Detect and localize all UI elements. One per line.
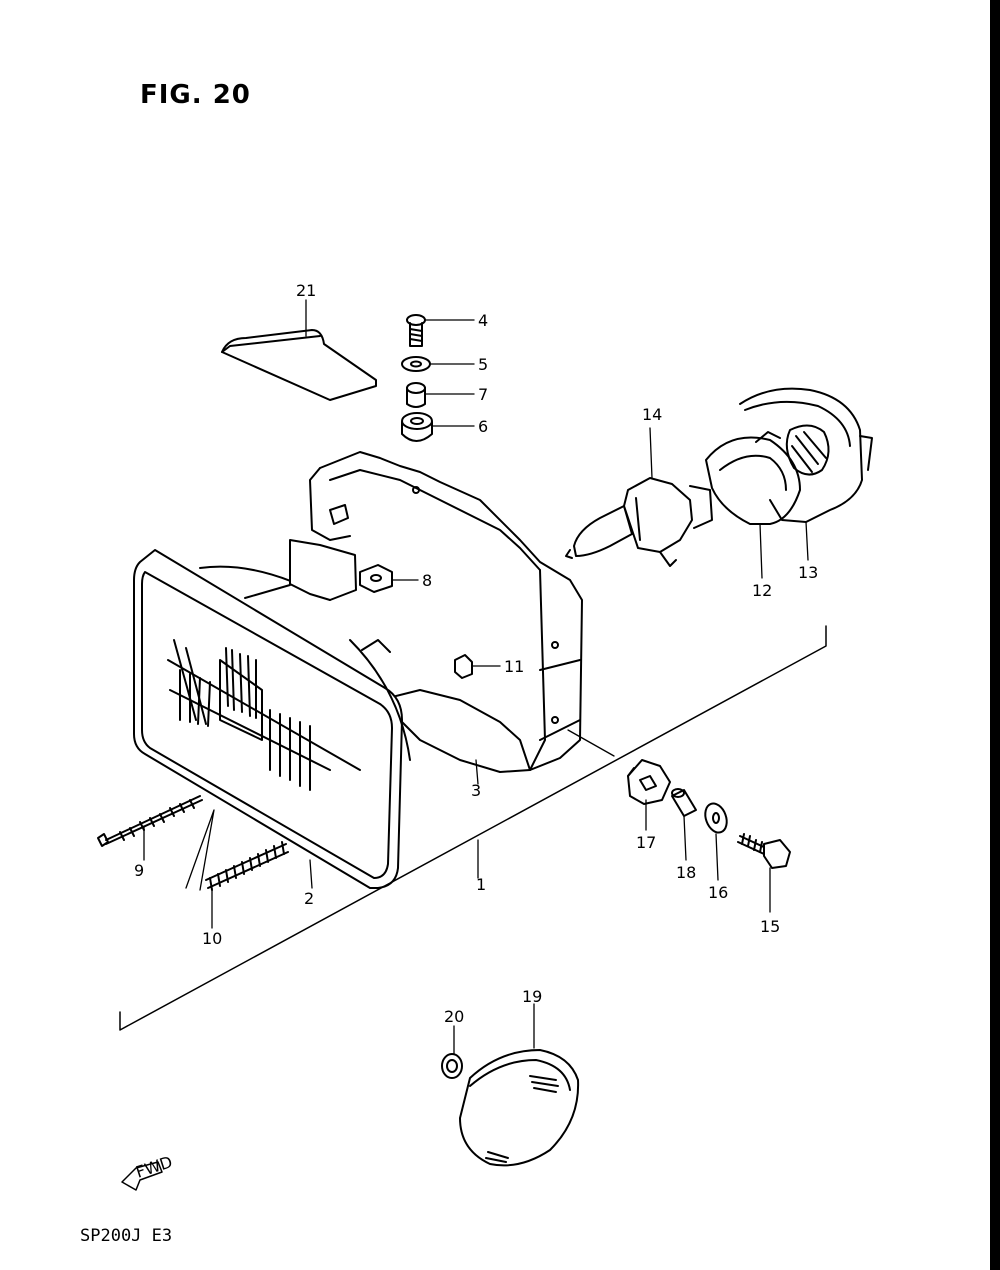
callout-19: 19 xyxy=(522,987,542,1006)
callout-16: 16 xyxy=(708,883,728,902)
part-11-nut xyxy=(454,654,473,679)
part-9-screw xyxy=(97,795,203,847)
part-2-headlight xyxy=(133,539,411,889)
part-6-grommet xyxy=(401,412,433,442)
callout-2: 2 xyxy=(304,889,314,908)
part-10-spring xyxy=(205,841,289,891)
assembly-1-bracket xyxy=(119,625,827,1031)
callout-labels: 1 2 3 4 5 6 7 8 9 10 11 12 13 14 15 16 1… xyxy=(134,281,818,1026)
part-14-bulb xyxy=(565,477,713,567)
callout-3: 3 xyxy=(471,781,481,800)
part-13-socket-cover xyxy=(739,387,873,523)
callout-10: 10 xyxy=(202,929,222,948)
callout-13: 13 xyxy=(798,563,818,582)
callout-14: 14 xyxy=(642,405,662,424)
callout-12: 12 xyxy=(752,581,772,600)
scan-edge-bar xyxy=(990,0,1000,1270)
callout-8: 8 xyxy=(422,571,432,590)
callout-7: 7 xyxy=(478,385,488,404)
part-8-nut xyxy=(359,564,393,593)
callout-21: 21 xyxy=(296,281,316,300)
part-15-bolt xyxy=(737,833,791,869)
part-16-washer xyxy=(704,802,728,834)
fwd-label: FWD xyxy=(133,1152,174,1182)
leader-lines xyxy=(143,299,809,1055)
callout-1: 1 xyxy=(476,875,486,894)
part-12-ring xyxy=(705,431,801,525)
part-21-pad xyxy=(221,329,377,401)
callout-18: 18 xyxy=(676,863,696,882)
fwd-arrow-icon xyxy=(121,1161,163,1191)
model-code: SP200J E3 xyxy=(80,1226,173,1246)
callout-6: 6 xyxy=(478,417,488,436)
figure-title: FIG. 20 xyxy=(140,80,251,110)
callout-11: 11 xyxy=(504,657,524,676)
part-4-screw xyxy=(406,314,426,347)
callout-15: 15 xyxy=(760,917,780,936)
callout-20: 20 xyxy=(444,1007,464,1026)
part-20-washer xyxy=(441,1053,463,1079)
callout-9: 9 xyxy=(134,861,144,880)
callout-17: 17 xyxy=(636,833,656,852)
part-18-spacer xyxy=(671,788,697,817)
part-7-collar xyxy=(406,382,426,408)
part-5-washer xyxy=(401,356,431,372)
callout-5: 5 xyxy=(478,355,488,374)
callout-4: 4 xyxy=(478,311,488,330)
part-3-housing xyxy=(309,451,583,773)
part-17-adjuster xyxy=(627,759,671,805)
part-19-cap xyxy=(459,1049,580,1167)
